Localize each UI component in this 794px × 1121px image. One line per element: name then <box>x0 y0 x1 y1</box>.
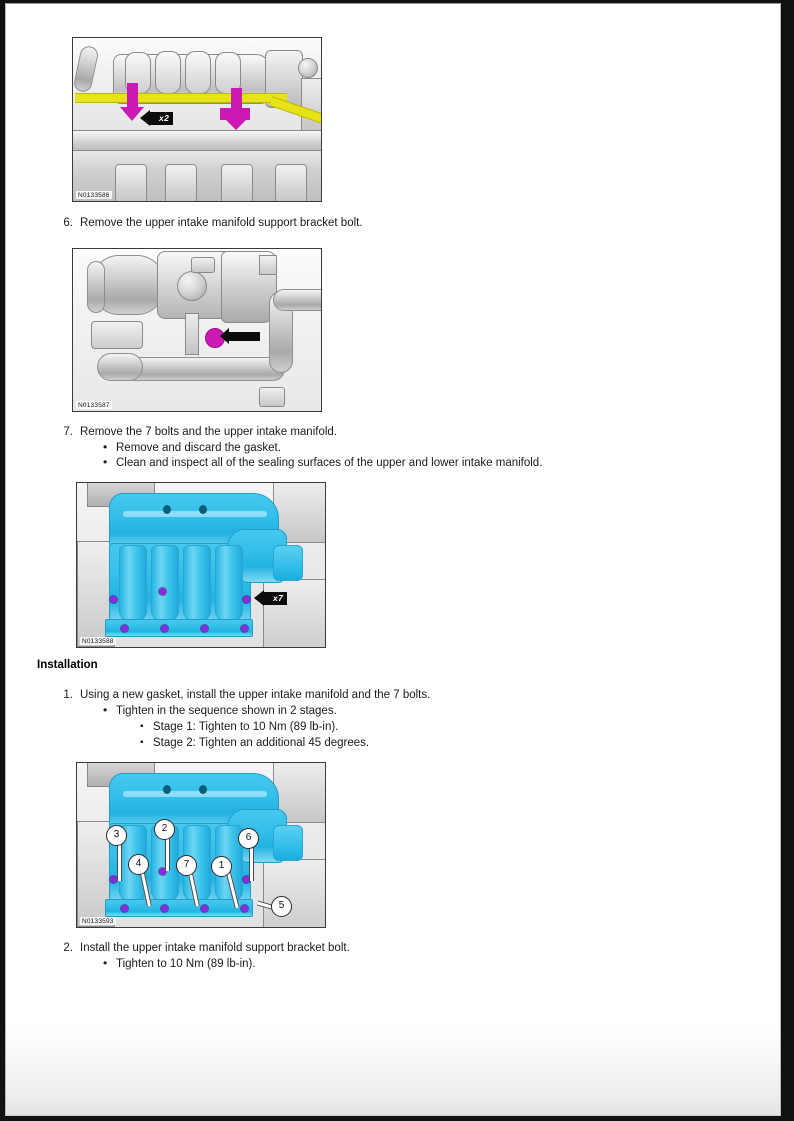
callout-leader <box>165 835 170 871</box>
install-step-1: 1. Using a new gasket, install the upper … <box>56 688 430 703</box>
bracket-tab <box>259 255 277 275</box>
manifold-runner <box>183 545 211 621</box>
install-step-2-text: Install the upper intake manifold suppor… <box>80 942 350 954</box>
figure-3-graphic: x7 N0133588 <box>77 483 325 647</box>
bracket-arm <box>185 313 199 355</box>
bolt-marker <box>241 905 248 912</box>
manifold-throttle-flange <box>273 825 303 861</box>
install-step-2-number: 2. <box>63 942 73 954</box>
install-step-2-bullet: Tighten to 10 Nm (89 lb-in). <box>103 956 256 972</box>
step-6: 6. Remove the upper intake manifold suppo… <box>56 216 363 231</box>
step-7-bullet-2: Clean and inspect all of the sealing sur… <box>103 455 542 471</box>
vacuum-port <box>163 505 171 514</box>
plenum-lobe <box>155 51 181 94</box>
bolt-marker <box>241 625 248 632</box>
step-7: 7. Remove the 7 bolts and the upper intak… <box>56 425 337 440</box>
figure-id-label: N0133586 <box>76 191 112 199</box>
install-step-1-bullet: Tighten in the sequence shown in 2 stage… <box>103 703 337 719</box>
manifold-base-flange <box>105 899 253 917</box>
harness-connector <box>259 387 285 407</box>
manifold-throttle-flange <box>273 545 303 581</box>
page-bottom-shading <box>6 1025 780 1115</box>
bolt-marker <box>110 876 117 883</box>
ignition-coil <box>165 164 197 201</box>
throttle-bore <box>177 271 207 301</box>
section-heading-installation: Installation <box>37 659 98 671</box>
install-step-1-text: Using a new gasket, install the upper in… <box>80 689 431 701</box>
sequence-callout-2: 2 <box>154 819 175 840</box>
figure-n0133587: N0133587 <box>72 248 322 412</box>
figure-id-label: N0133593 <box>80 917 116 925</box>
sequence-callout-3: 3 <box>106 825 127 846</box>
manifold-runner <box>215 545 243 621</box>
install-step-2: 2. Install the upper intake manifold supp… <box>56 941 350 956</box>
step-6-text: Remove the upper intake manifold support… <box>80 217 363 229</box>
sequence-callout-5: 5 <box>271 896 292 917</box>
bolt-marker <box>110 596 117 603</box>
ignition-coil <box>221 164 253 201</box>
wiring-clip <box>91 321 143 349</box>
bolt-marker <box>243 596 250 603</box>
callout-leader <box>117 841 122 881</box>
step-7-text: Remove the 7 bolts and the upper intake … <box>80 426 337 438</box>
plenum-lobe <box>215 52 241 94</box>
bolt-marker <box>243 876 250 883</box>
figure-n0133586: x2 N0133586 <box>72 37 322 202</box>
manifold-runner <box>119 545 147 621</box>
install-step-1-number: 1. <box>63 689 73 701</box>
intake-duct-collar <box>87 261 105 313</box>
step-7-bullet-1: Remove and discard the gasket. <box>103 440 281 456</box>
bolt-marker <box>159 588 166 595</box>
callout-leader <box>249 843 254 881</box>
install-stage-2: Stage 2: Tighten an additional 45 degree… <box>140 735 369 751</box>
manifold-runner <box>151 545 179 621</box>
install-stage-1: Stage 1: Tighten to 10 Nm (89 lb-in). <box>140 719 338 735</box>
step-7-number: 7. <box>63 426 73 438</box>
quantity-tag-x2: x2 <box>139 110 174 126</box>
sequence-callout-1: 1 <box>211 856 232 877</box>
sequence-callout-4: 4 <box>128 854 149 875</box>
bolt-marker <box>201 625 208 632</box>
vacuum-port <box>199 785 207 794</box>
vacuum-port <box>199 505 207 514</box>
ignition-coil <box>115 164 147 201</box>
ignition-coil <box>275 164 307 201</box>
document-page: x2 N0133586 6. Remove the upper intake ma… <box>5 3 781 1116</box>
sensor-connector <box>191 257 215 273</box>
quantity-tag-x7: x7 <box>253 590 288 606</box>
bolt-marker <box>121 625 128 632</box>
figure-id-label: N0133587 <box>76 401 112 409</box>
step-6-number: 6. <box>63 217 73 229</box>
bolt-marker <box>201 905 208 912</box>
plenum-lobe <box>185 51 211 94</box>
sequence-callout-6: 6 <box>238 828 259 849</box>
lower-coolant-pipe <box>123 357 285 381</box>
manifold-upper-ridge <box>123 791 267 797</box>
figure-n0133588: x7 N0133588 <box>76 482 326 648</box>
bolt-marker <box>161 905 168 912</box>
bolt-marker <box>121 905 128 912</box>
background-engine-lower-right <box>263 579 325 647</box>
vacuum-port <box>163 785 171 794</box>
figure-2-graphic: N0133587 <box>73 249 321 411</box>
pipe-upper-run <box>273 289 321 311</box>
figure-id-label: N0133588 <box>80 637 116 645</box>
sequence-callout-7: 7 <box>176 855 197 876</box>
figure-n0133593: 3 2 4 7 1 6 5 N0133593 <box>76 762 326 928</box>
figure-4-graphic: 3 2 4 7 1 6 5 N0133593 <box>77 763 325 927</box>
sensor-boss <box>298 58 318 78</box>
wiring-harness <box>75 93 287 103</box>
figure-1-graphic: x2 N0133586 <box>73 38 321 201</box>
bolt-marker <box>161 625 168 632</box>
bolt-marker <box>159 868 166 875</box>
manifold-upper-ridge <box>123 511 267 517</box>
pipe-left-end <box>97 353 143 381</box>
callout-arrow <box>220 328 260 344</box>
manifold-base-flange <box>105 619 253 637</box>
background-engine-lower-right <box>263 859 325 927</box>
